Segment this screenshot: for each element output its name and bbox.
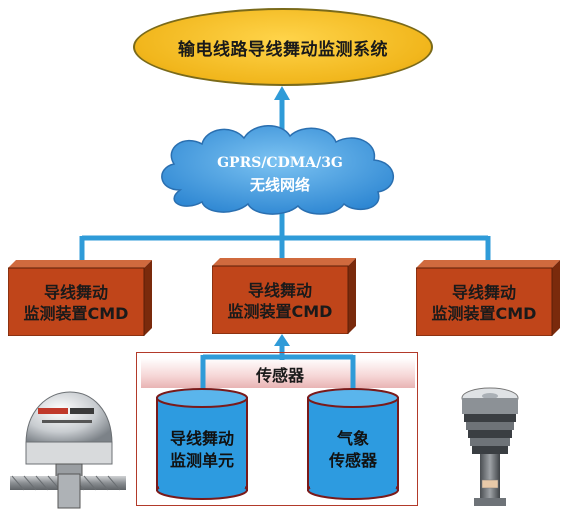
- cmd-box-center-line2: 监测装置CMD: [227, 302, 333, 321]
- galloping-unit-line1: 导线舞动: [169, 429, 234, 448]
- system-title: 输电线路导线舞动监测系统: [178, 39, 388, 60]
- overhead-line-monitor-device-icon: [10, 391, 126, 509]
- weather-sensor-line1: 气象: [336, 429, 369, 448]
- sensor-cylinder-galloping-label: 导线舞动 监测单元: [156, 428, 248, 472]
- cmd-box-center-label: 导线舞动 监测装置CMD: [212, 280, 348, 322]
- cmd-box-left-label: 导线舞动 监测装置CMD: [8, 282, 144, 324]
- sensor-group-banner: [141, 358, 415, 388]
- network-label: GPRS/CDMA/3G 无线网络: [190, 152, 370, 196]
- cmd-box-right-line2: 监测装置CMD: [431, 304, 537, 323]
- cmd-box-left-line1: 导线舞动: [43, 283, 108, 302]
- network-label-line1: GPRS/CDMA/3G: [217, 155, 343, 171]
- cmd-box-right-line1: 导线舞动: [451, 283, 516, 302]
- sensor-cylinder-weather-label: 气象 传感器: [307, 428, 399, 472]
- weather-station-device-icon: [461, 387, 519, 506]
- system-title-ellipse: 输电线路导线舞动监测系统: [133, 8, 433, 86]
- cmd-box-right: [416, 260, 560, 336]
- cmd-box-center-line1: 导线舞动: [247, 281, 312, 300]
- cmd-box-center: [212, 258, 356, 334]
- cmd-box-left-line2: 监测装置CMD: [23, 304, 129, 323]
- sensor-cylinder-galloping: [156, 388, 248, 500]
- network-label-line2: 无线网络: [249, 176, 310, 194]
- sensor-group-label: 传感器: [255, 366, 304, 385]
- galloping-unit-line2: 监测单元: [169, 451, 234, 470]
- cmd-box-right-label: 导线舞动 监测装置CMD: [416, 282, 552, 324]
- cmd-box-left: [8, 260, 152, 336]
- wireless-network-cloud: [161, 125, 395, 215]
- weather-sensor-line2: 传感器: [328, 451, 377, 470]
- sensor-cylinder-weather: [307, 388, 399, 500]
